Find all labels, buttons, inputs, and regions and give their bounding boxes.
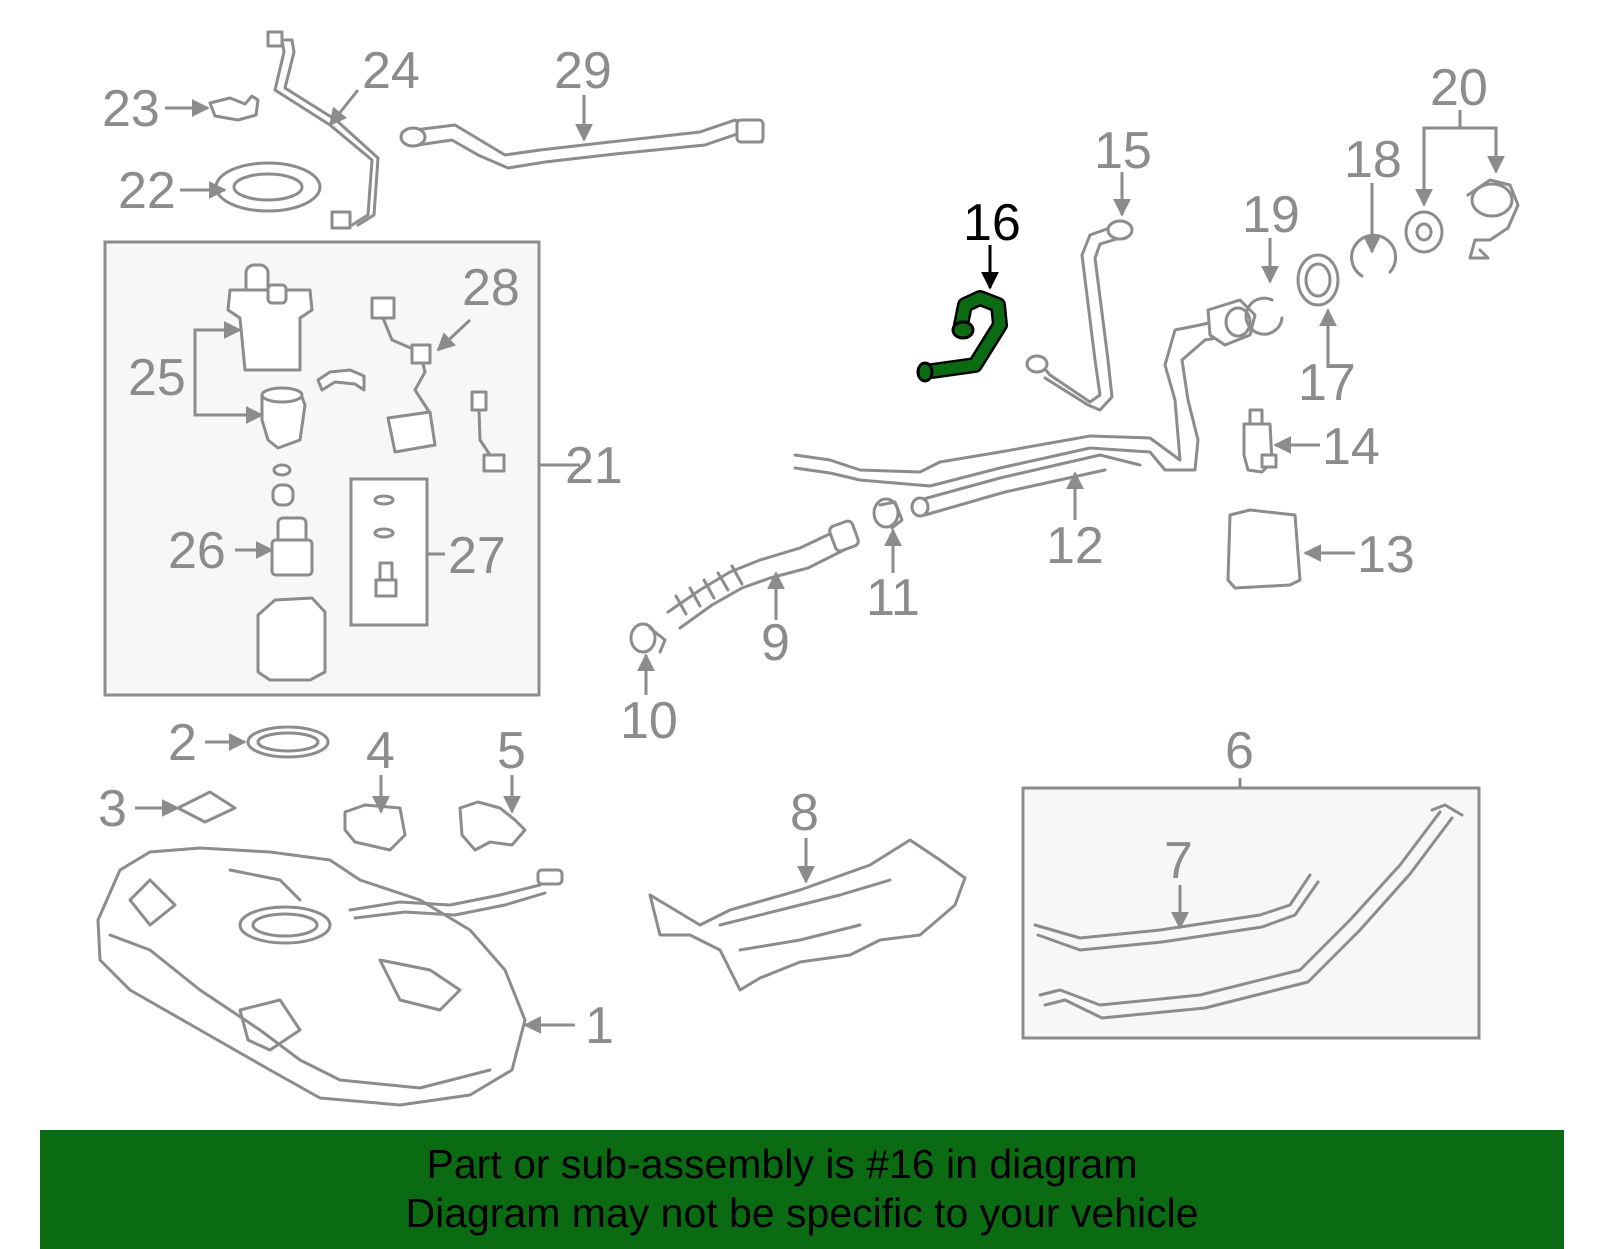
callout-23: 23 — [102, 80, 160, 138]
part-23-bracket — [208, 94, 260, 122]
footer-line-1: Part or sub-assembly is #16 in diagram — [426, 1141, 1138, 1187]
callout-8: 8 — [790, 784, 819, 842]
part-18-ring — [1350, 233, 1398, 278]
callout-labels: 1 2 3 4 5 6 7 8 9 10 11 12 13 14 15 16 1… — [98, 42, 1488, 1055]
callout-14: 14 — [1322, 418, 1380, 476]
part-3-pad — [176, 790, 237, 824]
callout-27: 27 — [448, 527, 506, 585]
callout-7: 7 — [1164, 832, 1193, 890]
callout-26: 26 — [168, 522, 226, 580]
part-9-hose — [666, 519, 860, 630]
part-29-hose — [399, 118, 765, 170]
callout-20: 20 — [1430, 59, 1488, 117]
callout-22: 22 — [118, 162, 176, 220]
callout-25: 25 — [128, 349, 186, 407]
part-12-filler-pipe — [793, 298, 1257, 518]
callout-9: 9 — [761, 614, 790, 672]
callout-11: 11 — [866, 569, 920, 627]
part-5-valve — [458, 800, 527, 852]
callout-28: 28 — [462, 259, 520, 317]
footer-banner: Part or sub-assembly is #16 in diagram D… — [40, 1130, 1564, 1249]
part-19-ring — [1244, 296, 1284, 336]
part-24-harness — [266, 30, 380, 230]
part-26-pump — [256, 463, 327, 682]
callout-12: 12 — [1046, 517, 1104, 575]
part-1-fuel-tank — [96, 846, 564, 1107]
callout-21: 21 — [565, 437, 623, 495]
callout-17: 17 — [1298, 354, 1356, 412]
callout-2: 2 — [168, 714, 197, 772]
part-25-clip — [316, 368, 366, 392]
part-21-sensor — [470, 390, 506, 473]
part-25-pump-housing — [226, 263, 314, 450]
callout-29: 29 — [554, 42, 612, 100]
part-15-pipe — [1025, 219, 1134, 412]
part-7-strap — [1033, 873, 1320, 952]
part-6-strap — [1038, 803, 1464, 1020]
leader-arrows — [135, 89, 1505, 1034]
callout-1: 1 — [585, 997, 614, 1055]
footer-line-2: Diagram may not be specific to your vehi… — [405, 1190, 1199, 1236]
callout-10: 10 — [620, 692, 678, 750]
part-13-shield — [1226, 508, 1302, 590]
callout-6: 6 — [1225, 722, 1254, 780]
part-2-gasket — [246, 725, 330, 759]
part-20-cap — [1404, 178, 1520, 260]
callout-19: 19 — [1242, 186, 1300, 244]
callout-13: 13 — [1357, 526, 1415, 584]
part-16-hose-highlighted — [916, 290, 1008, 383]
part-22-ring — [214, 161, 322, 213]
callout-4: 4 — [366, 722, 395, 780]
parts-diagram: 1 2 3 4 5 6 7 8 9 10 11 12 13 14 15 16 1… — [96, 30, 1520, 1107]
callout-5: 5 — [497, 722, 526, 780]
callout-24: 24 — [362, 42, 420, 100]
callout-3: 3 — [98, 780, 127, 838]
part-8-heat-shield — [648, 838, 967, 992]
part-10-clamp — [629, 622, 667, 654]
part-14-valve — [1242, 408, 1278, 474]
part-4-bracket — [343, 803, 407, 852]
part-17-gasket — [1296, 253, 1340, 307]
callout-15: 15 — [1094, 122, 1152, 180]
part-28-harness — [370, 296, 437, 454]
part-11-clamp — [872, 497, 904, 530]
part-27-seals — [373, 494, 398, 598]
callout-16: 16 — [963, 194, 1021, 252]
group-box-27 — [349, 477, 429, 627]
callout-18: 18 — [1344, 131, 1402, 189]
